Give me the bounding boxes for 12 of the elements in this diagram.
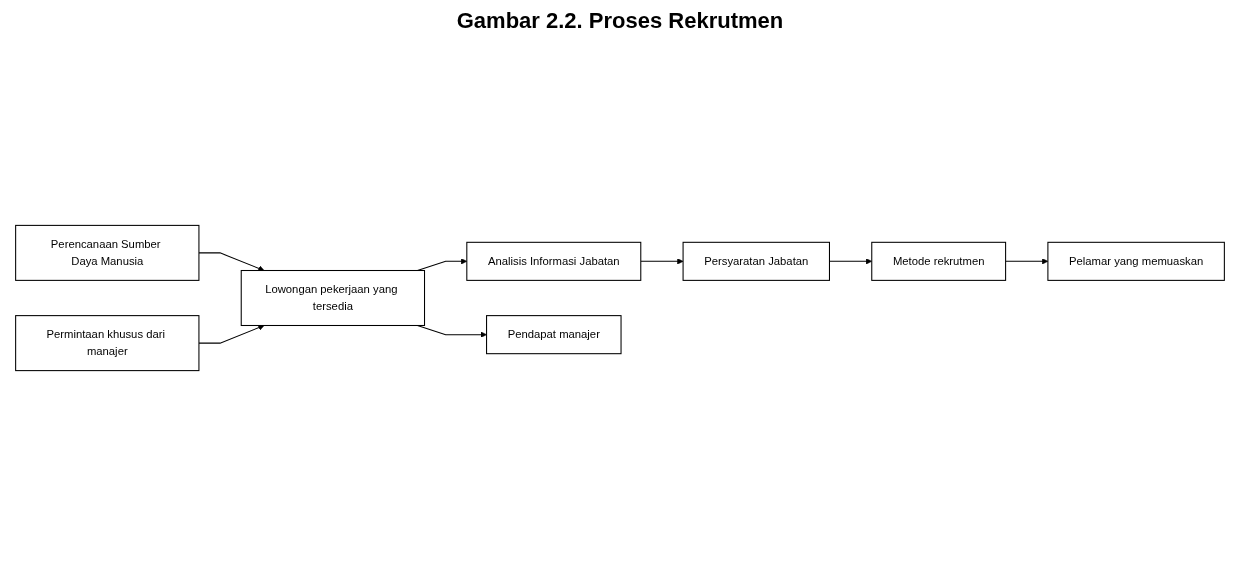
arrow — [198, 252, 265, 272]
node-box: Lowongan pekerjaan yang tersedia — [240, 270, 426, 326]
node-box: Metode rekrutmen — [871, 241, 1007, 281]
arrow — [198, 324, 265, 344]
node-box: Permintaan khusus dari manajer — [15, 315, 200, 372]
arrow — [640, 258, 684, 265]
node-box: Pelamar yang memuaskan — [1047, 241, 1225, 281]
node-box: Pendapat manajer — [486, 315, 622, 355]
node-box: Persyaratan Jabatan — [682, 241, 830, 281]
node-box: Analisis Informasi Jabatan — [466, 241, 642, 281]
diagram-title: Gambar 2.2. Proses Rekrutmen — [455, 8, 785, 34]
node-box: Perencanaan Sumber Daya Manusia — [15, 224, 200, 281]
